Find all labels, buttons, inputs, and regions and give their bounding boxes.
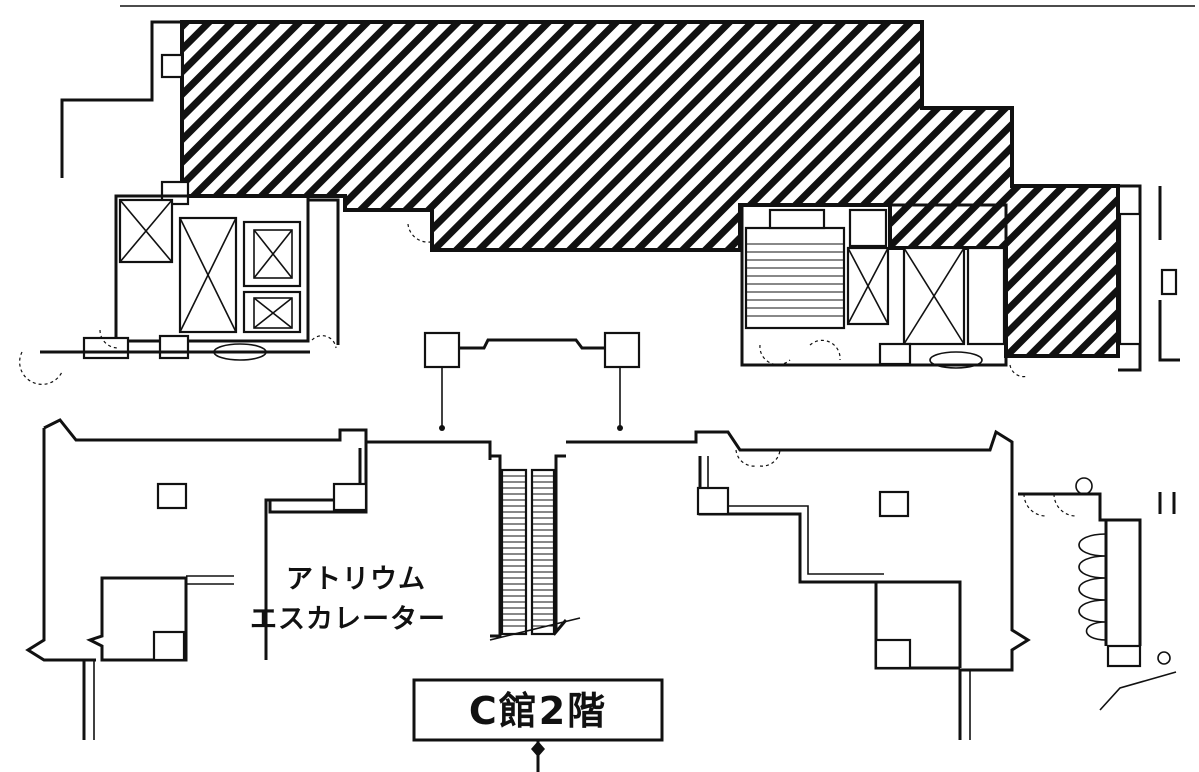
left-core-right-wall [308, 198, 340, 345]
right-door-arc-a [759, 344, 791, 366]
left-door-arc-c [311, 335, 337, 349]
atrium-escalator [489, 454, 581, 641]
lower-left-wing-wall [25, 418, 492, 662]
lower-left-room-box [152, 630, 186, 662]
right-stairs [744, 208, 846, 330]
left-door-arc-a [19, 351, 63, 385]
lower-right-box [696, 486, 730, 516]
column-right [603, 331, 641, 369]
left-door-arc-b [99, 329, 119, 349]
right-core-box [878, 342, 912, 366]
lower-right-column [878, 490, 910, 518]
lower-right-door [735, 449, 781, 467]
right-core-outline [740, 203, 1008, 367]
right-elevator-shafts [846, 208, 1006, 346]
column-left-node [439, 425, 445, 431]
column-right-node [617, 425, 623, 431]
right-door-arc-b [809, 339, 841, 361]
left-elevator-shafts [118, 198, 302, 334]
right-edge-outer [1158, 186, 1180, 362]
left-pillar-top [160, 53, 184, 79]
lower-left-box [332, 482, 368, 512]
floor-title: C館2階 [469, 689, 607, 733]
lower-right-room-box [874, 638, 912, 670]
lower-left-column [156, 482, 188, 510]
floor-title-box [412, 678, 664, 742]
lower-right-wing-wall [566, 429, 1031, 740]
left-core-outline [114, 194, 310, 343]
left-core-box-b [158, 334, 190, 360]
left-pillar-mid [160, 180, 190, 206]
left-outer-wall [60, 20, 182, 178]
right-edge-small-box [1160, 268, 1178, 296]
hatched-area [180, 20, 1120, 358]
right-fixture [929, 351, 983, 369]
left-core-box-a [82, 336, 130, 360]
escalator-label-line2: エスカレーター [250, 604, 446, 635]
center-door-arc [407, 223, 431, 243]
right-door-arc-c [1009, 364, 1029, 378]
title-pointer-diamond [531, 741, 545, 757]
restroom-area [1018, 477, 1177, 711]
escalator-label-line1: アトリウム [286, 564, 426, 595]
lower-left-inner-step [264, 448, 362, 660]
left-fixture [213, 343, 267, 361]
column-left [423, 331, 461, 369]
lower-right-room [876, 580, 962, 668]
lower-right-stepped-wall [698, 456, 960, 670]
bridge-top-wall [459, 338, 605, 350]
right-edge-box [1118, 212, 1142, 346]
